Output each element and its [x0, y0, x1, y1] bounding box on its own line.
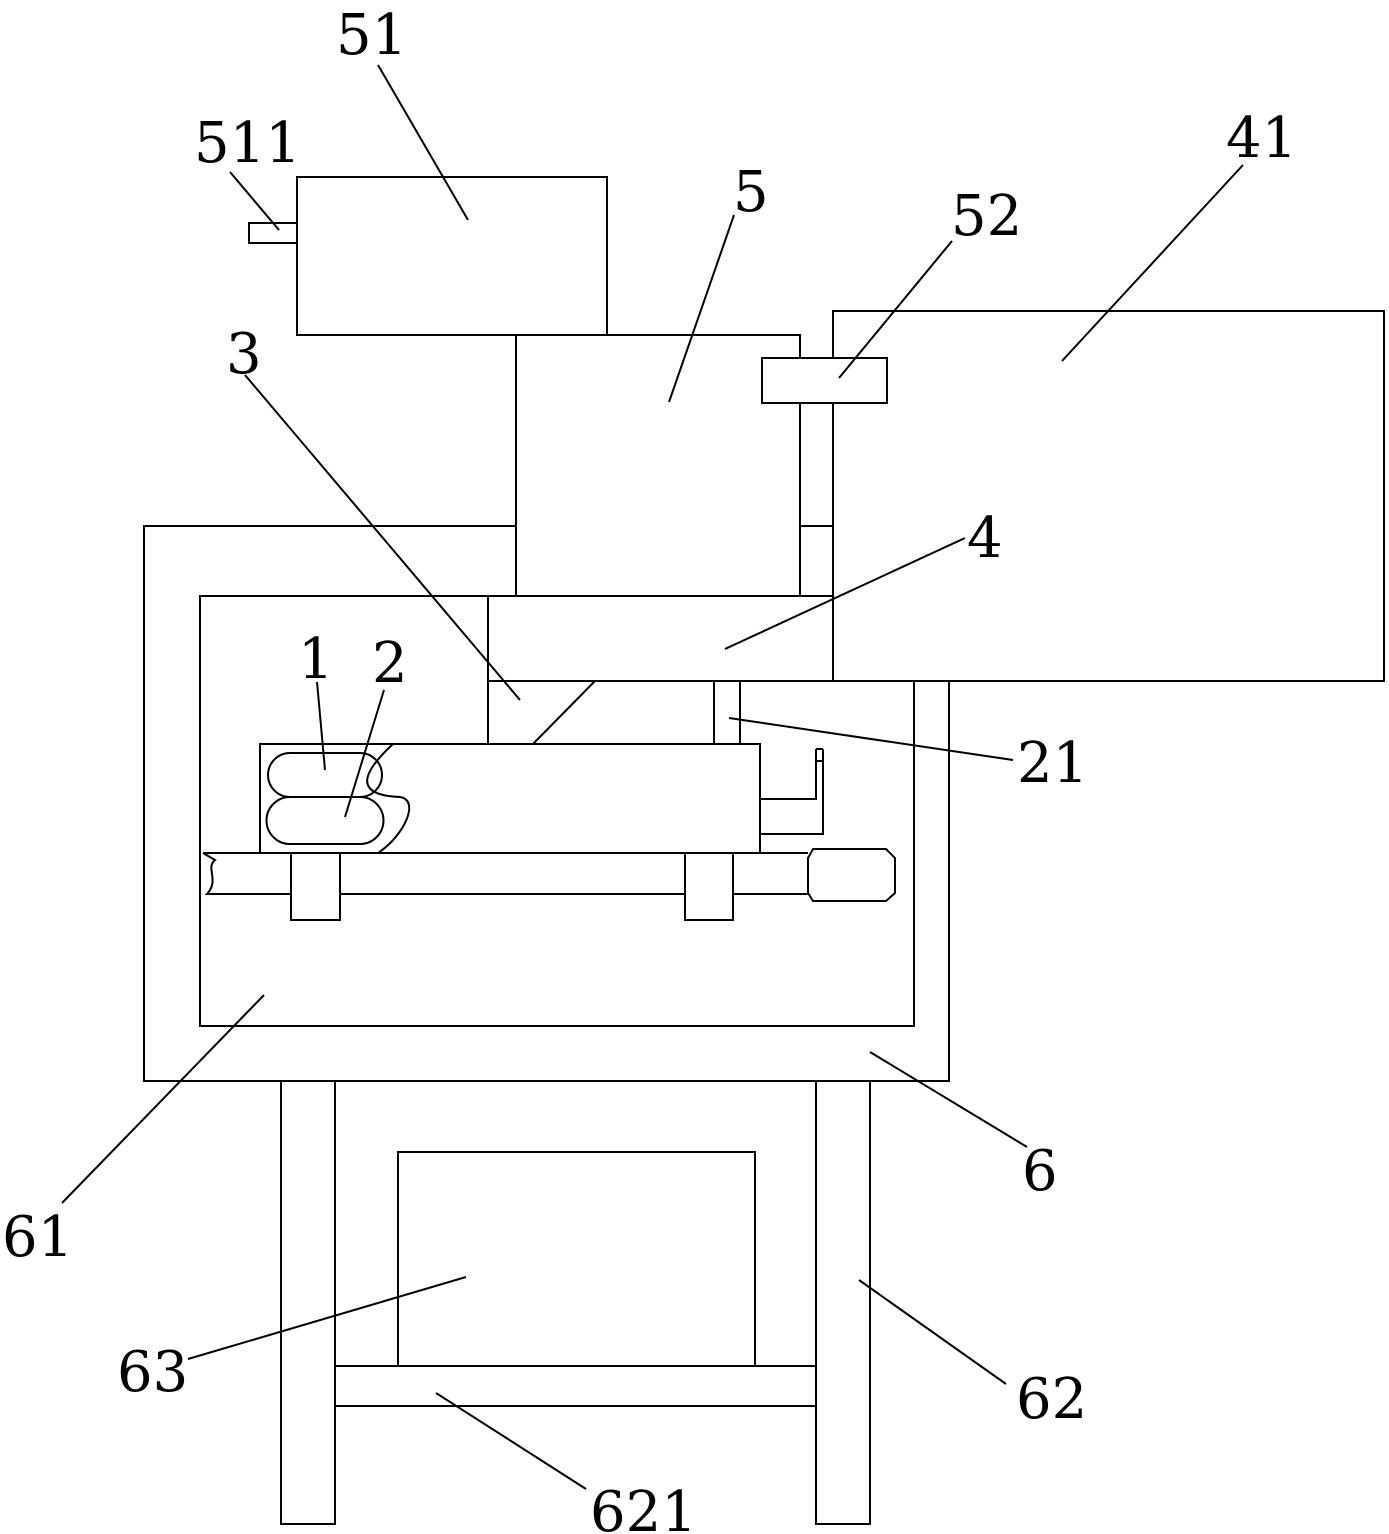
leader-4: [724, 537, 966, 650]
collection-box: [397, 1151, 756, 1367]
leader-621: [435, 1392, 587, 1490]
rod-21: [713, 680, 741, 745]
label-5: 5: [733, 160, 769, 225]
leader-63: [187, 1276, 467, 1360]
label-511: 511: [194, 111, 301, 176]
leader-52: [838, 240, 953, 379]
label-2: 2: [372, 631, 408, 696]
side-bracket: [760, 760, 824, 835]
shaft-motor: [807, 848, 896, 902]
leader-62: [858, 1279, 1007, 1385]
label-1: 1: [298, 627, 334, 692]
motor-51: [296, 176, 608, 336]
label-621: 621: [590, 1480, 697, 1534]
leader-3: [244, 374, 521, 701]
leg-crossbar: [334, 1365, 817, 1407]
label-6: 6: [1022, 1139, 1058, 1204]
leader-51: [377, 64, 469, 221]
label-3: 3: [226, 322, 262, 387]
right-leg: [815, 1079, 871, 1525]
leader-2: [344, 689, 385, 818]
label-21: 21: [1017, 731, 1088, 796]
box-41: [832, 310, 1385, 682]
motor-shaft-511: [248, 222, 298, 244]
leader-21: [728, 717, 1014, 761]
label-61: 61: [2, 1205, 73, 1270]
label-41: 41: [1226, 106, 1297, 171]
leader-6: [869, 1051, 1028, 1148]
shaft-support-left: [290, 852, 341, 921]
leader-1: [316, 681, 326, 771]
connector-52: [761, 357, 888, 404]
roller-2: [265, 796, 385, 845]
leader-41: [1061, 164, 1244, 362]
label-62: 62: [1016, 1367, 1087, 1432]
leader-511: [229, 171, 280, 231]
shaft-support-right: [684, 852, 734, 921]
leader-5: [668, 214, 735, 403]
column-5: [515, 334, 801, 597]
leader-61: [61, 994, 265, 1204]
label-52: 52: [951, 184, 1022, 249]
label-51: 51: [336, 3, 407, 68]
left-leg: [280, 1079, 336, 1525]
press-block: [259, 743, 761, 854]
beam-4: [487, 595, 834, 682]
label-63: 63: [117, 1340, 188, 1405]
label-4: 4: [967, 506, 1003, 571]
auger-2: [366, 743, 411, 854]
